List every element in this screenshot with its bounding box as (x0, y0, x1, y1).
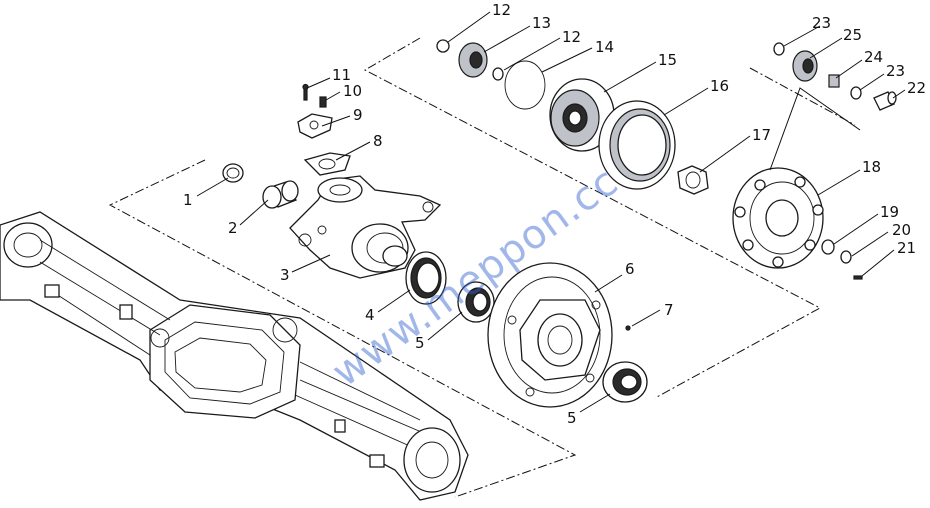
callout-13: 13 (532, 14, 551, 32)
callout-17: 17 (752, 126, 771, 144)
part-5-bearing-lower (602, 361, 648, 403)
callout-15: 15 (658, 51, 677, 69)
callout-5-upper: 5 (415, 334, 425, 352)
callout-1: 1 (183, 191, 193, 209)
part-21-bolt (853, 275, 863, 280)
part-16-ring-gear (598, 100, 676, 190)
part-12-ring-a (436, 39, 450, 53)
callout-12-a: 12 (492, 1, 511, 19)
leader-lines (196, 11, 906, 413)
callout-labels: 1 2 3 4 5 5 6 7 8 9 10 11 12 12 13 14 15… (183, 1, 926, 427)
callout-4: 4 (365, 306, 375, 324)
part-13-planet-gear (458, 42, 488, 78)
part-23-washer-b (850, 86, 862, 100)
part-9-cap (297, 113, 333, 139)
callout-12-b: 12 (562, 28, 581, 46)
part-3-steering-knuckle (289, 175, 442, 279)
callout-10: 10 (343, 82, 362, 100)
part-6-wheel-hub (487, 262, 613, 408)
part-20-nut (840, 250, 852, 264)
callout-19: 19 (880, 203, 899, 221)
part-17-lock-nut (677, 165, 709, 195)
callout-24: 24 (864, 48, 883, 66)
callout-18: 18 (862, 158, 881, 176)
callout-20: 20 (892, 221, 911, 239)
part-1-ring (222, 163, 244, 183)
assembly-guide-lines (108, 37, 856, 498)
part-11-grease-nipple (302, 83, 309, 101)
callout-23-a: 23 (812, 14, 831, 32)
part-25-sun-gear (792, 50, 818, 82)
part-22-pin (873, 91, 897, 111)
part-23-washer-a (773, 42, 785, 56)
callout-5-lower: 5 (567, 409, 577, 427)
callout-25: 25 (843, 26, 862, 44)
part-12-ring-b (492, 67, 504, 81)
part-14-o-ring (504, 60, 546, 110)
part-15-planet-carrier (549, 78, 615, 152)
part-4-seal (405, 251, 447, 305)
callout-22: 22 (907, 79, 926, 97)
axle-housing (0, 211, 469, 501)
part-19-washer (821, 239, 835, 255)
callout-8: 8 (373, 132, 383, 150)
part-5-bearing-upper (457, 281, 495, 323)
callout-11: 11 (332, 66, 351, 84)
callout-16: 16 (710, 77, 729, 95)
callout-9: 9 (353, 106, 363, 124)
callout-7: 7 (664, 301, 674, 319)
part-24-spacer (828, 74, 840, 88)
callout-21: 21 (897, 239, 916, 257)
part-10-screw (319, 96, 327, 108)
callout-6: 6 (625, 260, 635, 278)
part-2-bushing (262, 180, 299, 209)
callout-23-b: 23 (886, 62, 905, 80)
part-7-pin (625, 325, 631, 331)
part-18-hub-cover (732, 167, 824, 269)
callout-3: 3 (280, 266, 290, 284)
callout-2: 2 (228, 219, 238, 237)
callout-14: 14 (595, 38, 614, 56)
